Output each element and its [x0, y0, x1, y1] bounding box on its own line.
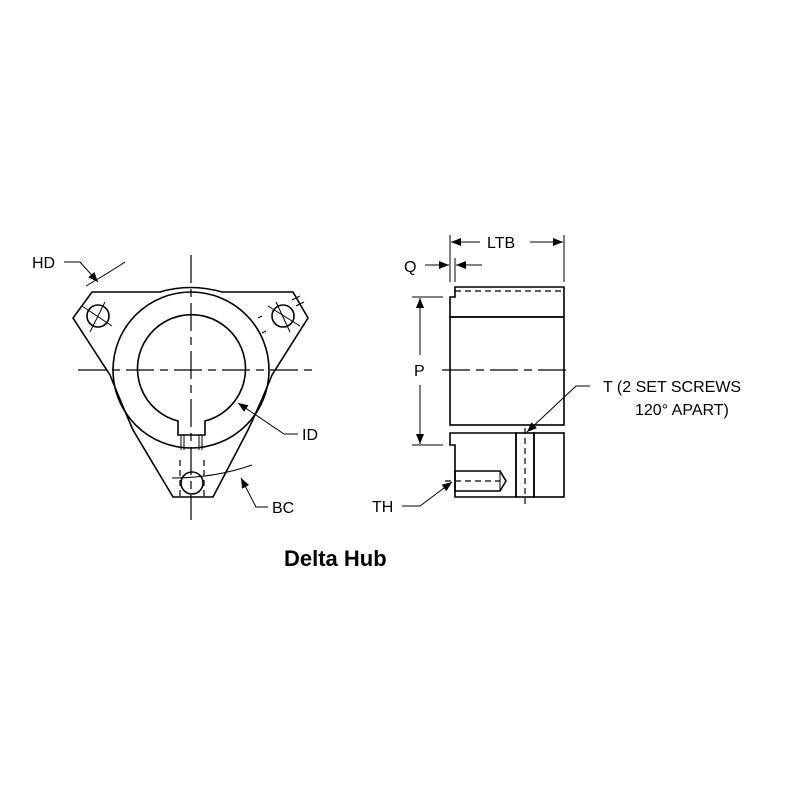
bolt-hole-bottom: [179, 460, 205, 497]
hd-leader: [64, 261, 99, 283]
bolt-hole-right: [257, 295, 305, 334]
t-leader: [526, 385, 590, 433]
front-view: HD ID BC: [32, 255, 318, 520]
side-section-view: LTB Q P T (2 SET SCREWS 120° APART) TH: [372, 235, 741, 516]
flange-outline: [72, 286, 309, 498]
label-t-line2: 120° APART): [635, 402, 729, 419]
label-id: ID: [302, 427, 318, 444]
bottom-wall-section-left: [449, 432, 517, 498]
bc-leader: [240, 477, 268, 508]
bottom-wall-section-right: [533, 432, 565, 498]
label-ltb: LTB: [487, 235, 515, 252]
bore-region: [449, 316, 565, 426]
bore-with-keyway: [136, 314, 247, 436]
th-leader: [402, 481, 453, 507]
label-th: TH: [372, 499, 393, 516]
tapped-hole: [454, 470, 507, 492]
id-leader: [237, 402, 298, 435]
label-t-line1: T (2 SET SCREWS: [603, 379, 741, 396]
label-p: P: [414, 363, 425, 380]
drawing-title: Delta Hub: [284, 546, 387, 571]
bolt-hole-left: [81, 301, 113, 333]
label-hd: HD: [32, 255, 55, 272]
label-bc: BC: [272, 500, 294, 517]
label-q: Q: [404, 259, 416, 276]
bc-arc: [171, 464, 253, 479]
